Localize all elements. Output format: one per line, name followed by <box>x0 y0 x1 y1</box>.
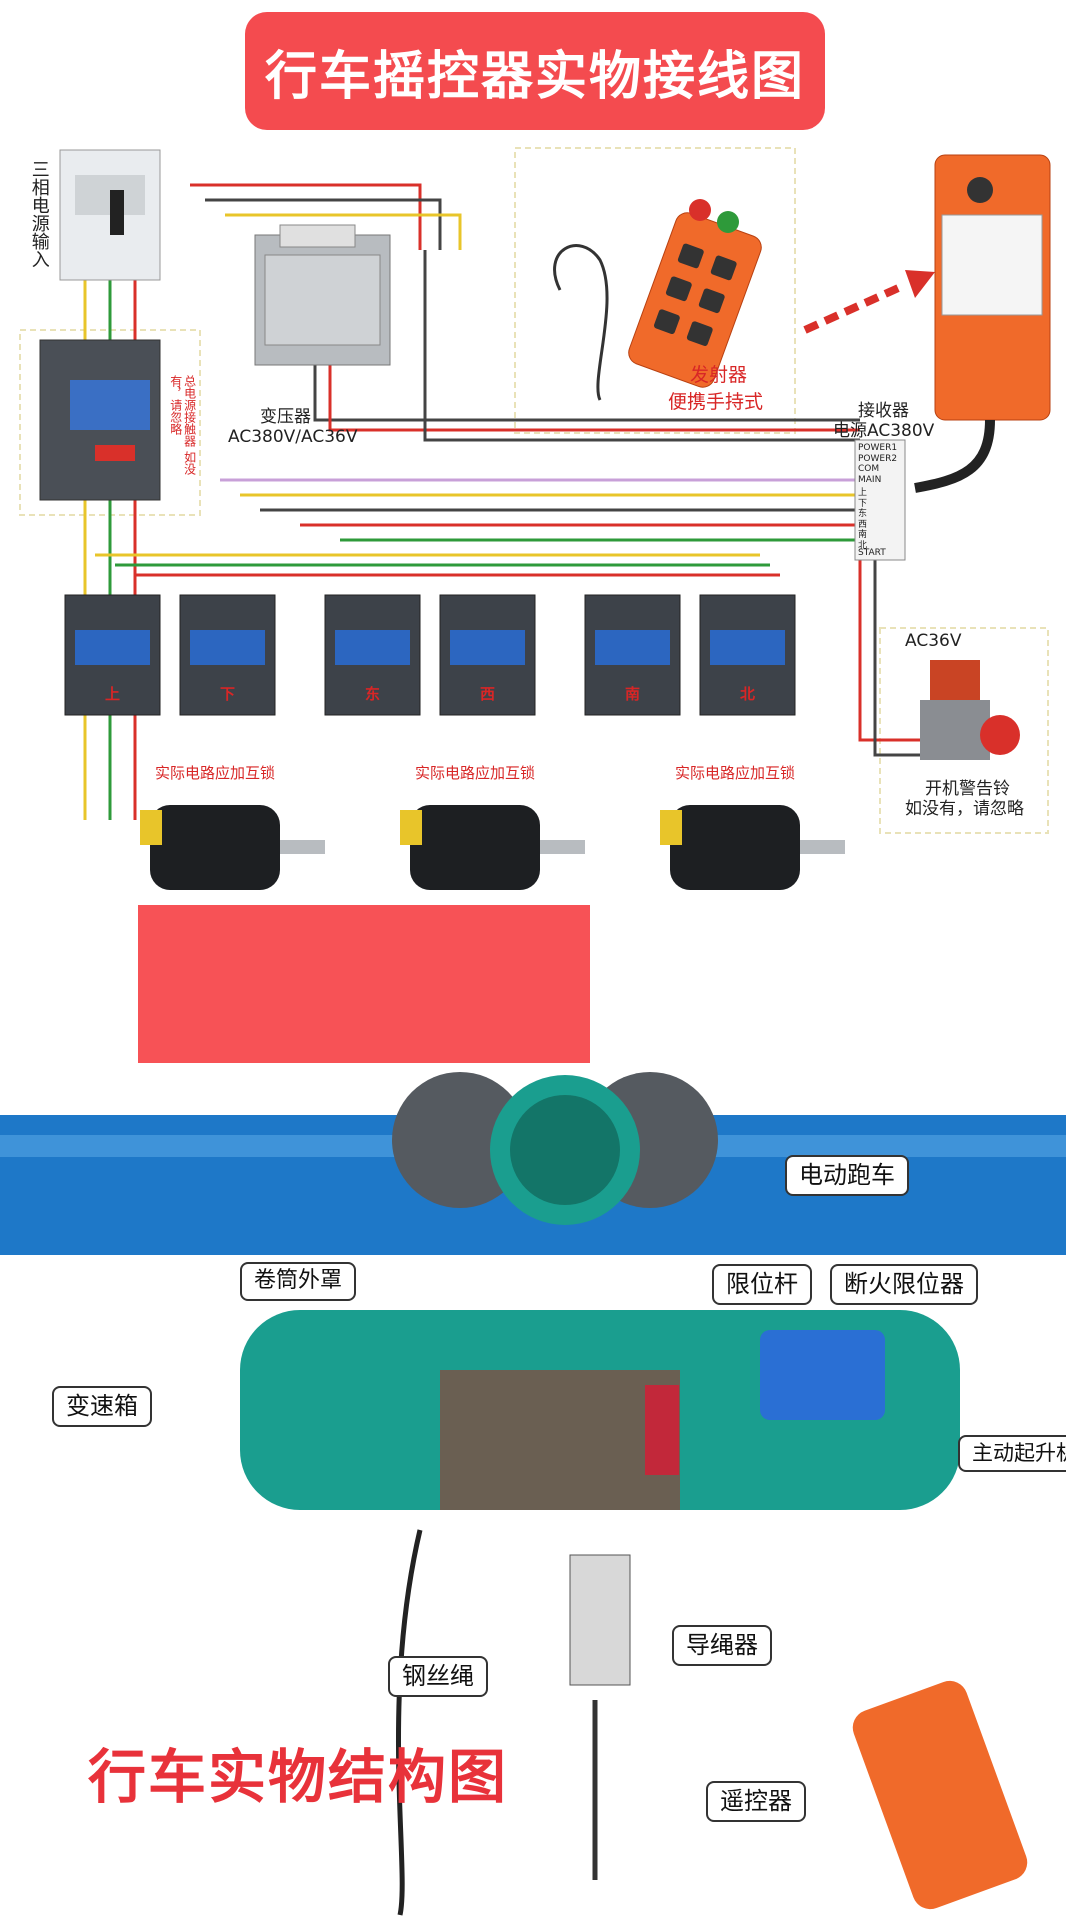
contactor-window-4 <box>450 630 525 665</box>
transformer-voltage-label: AC380V/AC36V <box>228 427 358 447</box>
limiter-box <box>760 1330 885 1420</box>
wire-rope-tag: 钢丝绳 <box>388 1656 488 1698</box>
limit-rod-tag: 限位杆 <box>712 1264 812 1306</box>
rope-guide-bracket <box>645 1385 679 1475</box>
transmitter-frame <box>514 147 796 434</box>
receiver-terminal-9: 南 <box>858 530 868 540</box>
motors <box>140 805 845 890</box>
main-contactor-note: 总电源接触器 如没有，请忽略 <box>168 375 197 475</box>
control-cable <box>396 1529 423 1916</box>
hook-controller <box>569 1554 631 1686</box>
drum-cover-tag: 卷筒外罩 <box>240 1262 357 1301</box>
contactors <box>64 594 796 716</box>
gearbox-tag: 变速箱 <box>52 1386 152 1428</box>
rope-guide-tag: 导绳器 <box>672 1625 772 1667</box>
interlock-note-2: 实际电路应加互锁 <box>415 764 536 782</box>
contactor-window-5 <box>595 630 670 665</box>
contactor-label-5: 南 <box>625 685 641 703</box>
alarm-bell <box>920 660 1020 760</box>
motor-shaft-2 <box>540 840 585 854</box>
transmitter-label: 发射器 <box>690 364 748 386</box>
transmitter-type-label: 便携手持式 <box>668 391 764 413</box>
motor-terminal-box-1 <box>140 810 162 845</box>
receiver-terminal-2: POWER2 <box>858 453 898 464</box>
motor-terminal-box-2 <box>400 810 422 845</box>
receiver-terminal-7: 东 <box>858 509 868 519</box>
trolley-tag: 电动跑车 <box>785 1155 909 1197</box>
receiver-terminal-1: POWER1 <box>858 443 898 453</box>
main-contactor <box>39 339 161 501</box>
receiver-terminal-8: 西 <box>858 519 868 530</box>
interlock-note-3: 实际电路应加互锁 <box>675 764 796 782</box>
rope-drum <box>440 1370 680 1510</box>
motor-3 <box>670 805 800 890</box>
contactor-label-3: 东 <box>365 685 381 703</box>
motor-shaft-3 <box>800 840 845 854</box>
receiver-terminal-5: 上 <box>858 488 868 498</box>
receiver-terminal-strip <box>854 439 906 561</box>
alarm-label: 开机警告铃 <box>925 779 1010 799</box>
signal-arrow <box>803 270 935 334</box>
circuit-breaker <box>59 149 161 281</box>
alarm-note: 如没有，请忽略 <box>905 799 1024 819</box>
structure-title: 行车实物结构图 <box>88 1743 509 1811</box>
receiver-terminal-3: COM <box>858 464 880 474</box>
hand-remote <box>852 1680 1028 1910</box>
motor-2 <box>410 805 540 890</box>
hoist-scene <box>0 1072 1066 1916</box>
interlock-note-1: 实际电路应加互锁 <box>155 764 276 782</box>
alarm-voltage-label: AC36V <box>905 631 962 651</box>
receiver-terminal-6: 下 <box>858 498 868 509</box>
red-cover-box <box>138 905 590 1063</box>
contactor-label-4: 西 <box>480 685 496 703</box>
receiver-terminal-11: START <box>858 548 886 558</box>
contactor-label-6: 北 <box>740 685 756 703</box>
contactor-window-3 <box>335 630 410 665</box>
receiver-label: 接收器 <box>858 401 909 421</box>
lift-motor-tag: 主动起升机 <box>958 1435 1066 1473</box>
power-input-label: 三相电源输入 <box>28 160 50 268</box>
contactor-label-1: 上 <box>105 685 121 703</box>
motor-terminal-box-3 <box>660 810 682 845</box>
contactor-window-1 <box>75 630 150 665</box>
receiver <box>914 154 1051 493</box>
receiver-power-label: 电源AC380V <box>833 421 935 441</box>
receiver-terminal-10: 北 <box>858 540 868 551</box>
contactor-window-6 <box>710 630 785 665</box>
motor-1 <box>150 805 280 890</box>
wiring-title: 行车摇控器实物接线图 <box>245 12 825 130</box>
contactor-window-2 <box>190 630 265 665</box>
alarm-frame <box>879 627 1049 834</box>
motor-shaft-1 <box>280 840 325 854</box>
transmitter-remote <box>553 199 762 401</box>
transformer-label: 变压器 <box>260 407 311 427</box>
remote-tag: 遥控器 <box>706 1781 806 1823</box>
receiver-terminal-4: MAIN <box>858 474 882 485</box>
limiter-tag: 断火限位器 <box>830 1264 978 1306</box>
transformer <box>254 224 391 366</box>
contactor-label-2: 下 <box>220 685 236 703</box>
